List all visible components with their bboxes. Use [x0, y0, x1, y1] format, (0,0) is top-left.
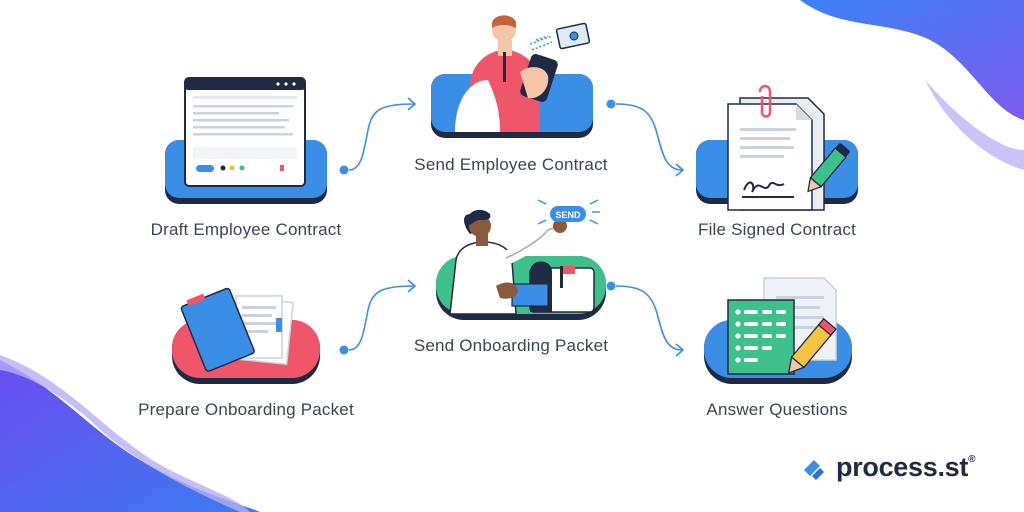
phone-envelope-icon	[431, 15, 593, 138]
label-draft-employee-contract: Draft Employee Contract	[150, 220, 342, 239]
brand-logo-icon	[804, 459, 824, 480]
brand-registered-mark: ®	[968, 454, 976, 465]
label-answer-questions: Answer Questions	[706, 400, 848, 419]
connector-draft-to-send	[339, 97, 417, 175]
brand: process.st®	[800, 452, 975, 483]
label-file-signed-contract: File Signed Contract	[697, 220, 857, 239]
brand-name: process.st®	[836, 452, 975, 483]
send-badge	[550, 206, 586, 222]
top-right-blob	[800, 0, 1024, 170]
connector-prepare-to-packet	[339, 279, 417, 355]
label-prepare-onboarding-packet: Prepare Onboarding Packet	[138, 400, 354, 419]
browser-window-icon	[165, 77, 327, 204]
send-badge-text: SEND	[555, 210, 581, 220]
checklist-icon	[704, 277, 852, 384]
label-send-onboarding-packet: Send Onboarding Packet	[413, 336, 609, 355]
connector-send-to-file	[606, 99, 685, 177]
folder-icon	[172, 287, 320, 384]
brand-name-text: process.st	[836, 452, 969, 482]
connector-packet-to-answer	[606, 281, 685, 357]
mailbox-icon: SEND	[436, 199, 606, 320]
signed-document-icon	[696, 84, 858, 211]
bottom-left-blob	[0, 355, 260, 512]
label-send-employee-contract: Send Employee Contract	[414, 155, 608, 174]
